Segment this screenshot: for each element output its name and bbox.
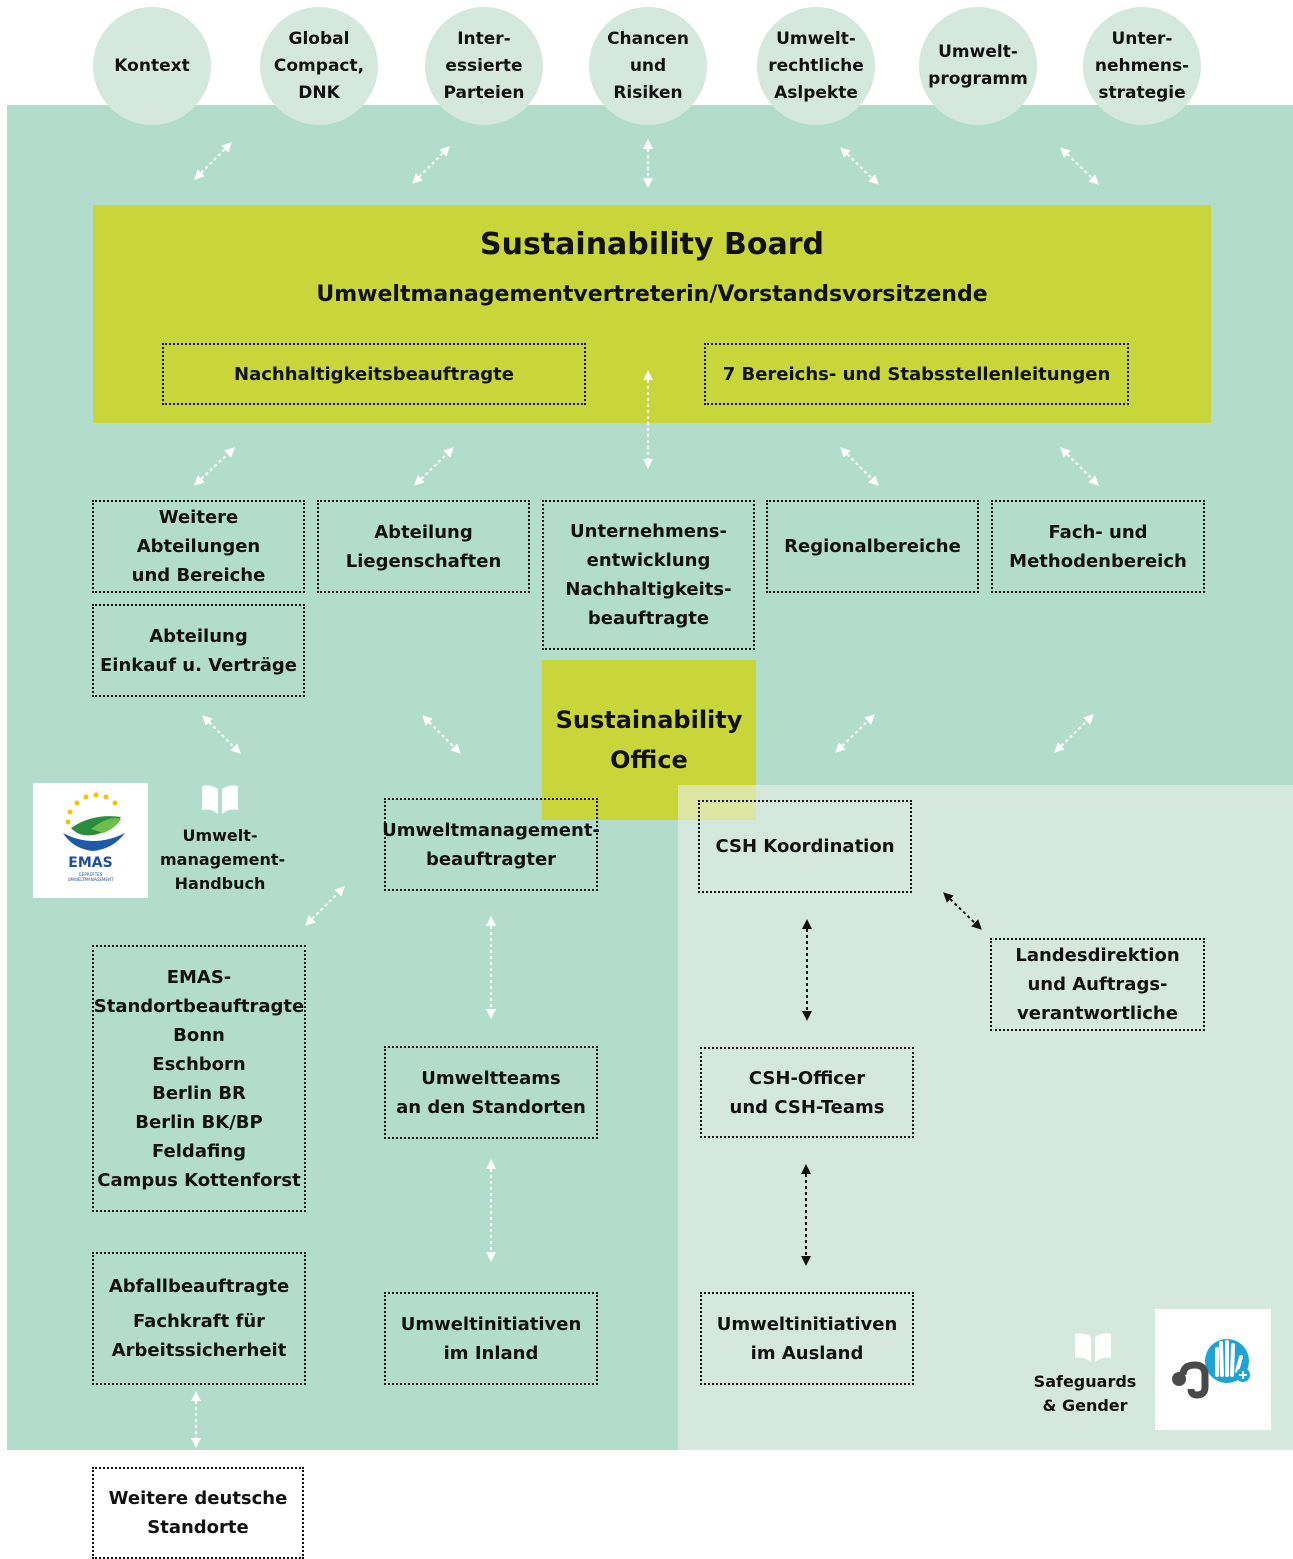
box-csh-officer: CSH-Officer und CSH-Teams: [700, 1047, 914, 1138]
safeguards-label: Safeguards & Gender: [1033, 1372, 1137, 1415]
circle-umweltrechtliche-aspekte: Umwelt- rechtliche Aslpekte: [757, 7, 875, 125]
box-umweltteams: Umweltteams an den Standorten: [384, 1046, 598, 1139]
box-csh-koordination: CSH Koordination: [698, 800, 912, 893]
box-umweltmanagementbeauftragter: Umweltmanagement- beauftragter: [382, 798, 600, 891]
office-title: Sustainability Office: [555, 706, 743, 774]
hand-icon: [1172, 1339, 1250, 1399]
book-icon: [1075, 1333, 1111, 1362]
box-einkauf: Abteilung Einkauf u. Verträge: [92, 604, 305, 697]
box-fach-methodenbereich: Fach- und Methodenbereich: [991, 500, 1205, 593]
circle-chancen-risiken: Chancen und Risiken: [589, 7, 707, 125]
box-abfallbeauftragte: Abfallbeauftragte Fachkraft für Arbeitss…: [92, 1252, 306, 1385]
arrow-strategie: [1060, 147, 1099, 185]
arrow-board-liegenschaften: [414, 447, 454, 486]
box-landesdirektion: Landesdirektion und Auftrags- verantwort…: [990, 938, 1205, 1031]
arrow-kontext: [194, 142, 232, 180]
circle-umweltprogramm: Umwelt- programm: [919, 7, 1037, 125]
arrow-office-regional: [835, 714, 875, 753]
sustainability-office: Sustainability Office: [542, 660, 756, 820]
arrow-umweltrecht: [840, 147, 879, 185]
box-nachhaltigkeitsbeauftragte: Nachhaltigkeitsbeauftragte: [162, 343, 586, 405]
office-overlap-highlight: [678, 785, 756, 820]
emas-logo-graphic: [63, 792, 125, 851]
emas-standort-line: Feldafing: [151, 1140, 247, 1162]
box-umweltinitiativen-inland: Umweltinitiativen im Inland: [384, 1292, 598, 1385]
box-liegenschaften: Abteilung Liegenschaften: [317, 500, 530, 593]
circle-kontext: Kontext: [93, 7, 211, 125]
arrow-office-fach: [1054, 714, 1094, 753]
arrow-global-compact: [412, 146, 450, 184]
emas-standort-line: Eschborn: [152, 1053, 246, 1075]
arrow-board-fach: [1060, 447, 1099, 486]
box-emas-standortbeauftragte: EMAS- Standortbeauftragte Bonn Eschborn …: [92, 945, 306, 1212]
emas-standort-line: EMAS-: [166, 966, 232, 988]
book-icon: [202, 785, 238, 814]
circle-global-compact: Global Compact, DNK: [260, 7, 378, 125]
circle-interessierte-parteien: Inter- essierte Parteien: [425, 7, 543, 125]
box-unternehmensentwicklung: Unternehmens- entwicklung Nachhaltigkeit…: [542, 500, 755, 650]
emas-logo-subtext: GEPRÜFTES UMWELTMANAGEMENT: [67, 872, 114, 882]
arrow-board-regional: [840, 447, 879, 486]
emas-standort-line: Berlin BR: [152, 1082, 246, 1104]
emas-logo: EMAS GEPRÜFTES UMWELTMANAGEMENT: [33, 783, 148, 898]
safeguards-logo: [1155, 1309, 1271, 1430]
arrow-board-weitere: [194, 447, 235, 486]
arbeitssicherheit-line: Fachkraft für Arbeitssicherheit: [111, 1311, 287, 1361]
emas-standort-line: Campus Kottenforst: [97, 1169, 301, 1191]
circle-unternehmensstrategie: Unter- nehmens- strategie: [1083, 7, 1201, 125]
abfall-line: Abfallbeauftragte: [108, 1276, 290, 1297]
emas-standort-line: Bonn: [173, 1024, 225, 1046]
box-bereichsleitungen: 7 Bereichs- und Stabsstellenleitungen: [704, 343, 1129, 405]
arrow-handbook-emas: [305, 886, 345, 926]
arrow-koord-landes: [943, 892, 982, 930]
emas-standort-line: Berlin BK/BP: [135, 1111, 263, 1133]
arrow-office-liegenschaften: [422, 715, 461, 754]
handbook-label: Umwelt- management- Handbuch: [160, 826, 286, 893]
arrow-office-einkauf: [202, 715, 241, 754]
emas-logo-text: EMAS: [68, 855, 113, 871]
box-weitere-abteilungen: Weitere Abteilungen und Bereiche: [92, 500, 305, 593]
board-subtitle: Umweltmanagementvertreterin/Vorstandsvor…: [316, 282, 988, 307]
box-regionalbereiche: Regionalbereiche: [766, 500, 979, 593]
board-title: Sustainability Board: [480, 227, 824, 262]
box-umweltinitiativen-ausland: Umweltinitiativen im Ausland: [700, 1292, 914, 1385]
emas-standort-line: Standortbeauftragte: [93, 995, 305, 1017]
